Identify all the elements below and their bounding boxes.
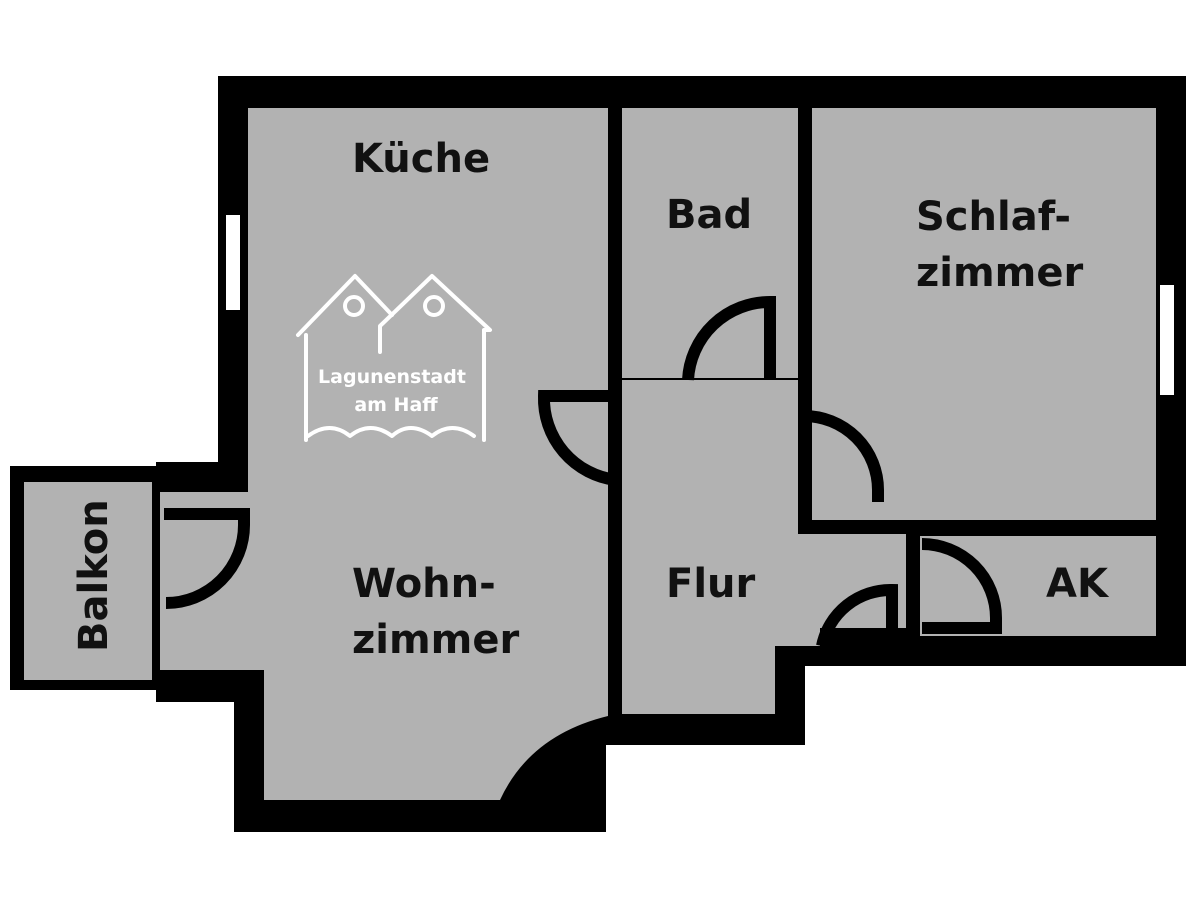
bath-door [682,295,776,381]
balcony-floor [24,482,152,680]
storage-door [921,538,1002,634]
label-ak: AK [1046,561,1110,607]
bedroom-floor [812,108,1156,520]
label-schlafzimmer-1: Schlaf- [916,194,1071,240]
living-room-door [537,390,617,486]
doors [164,295,1002,648]
label-wohnzimmer-1: Wohn- [352,561,496,607]
label-balkon: Balkon [71,499,117,652]
balcony-door [164,508,250,609]
hallway-floor [622,380,906,714]
logo: Lagunenstadt am Haff [296,274,492,442]
logo-line-1: Lagunenstadt [318,366,466,388]
label-schlafzimmer-2: zimmer [916,250,1083,296]
label-kueche: Küche [352,136,490,182]
house-left-window-icon [343,295,365,317]
label-flur: Flur [666,561,756,607]
windows [226,215,1174,395]
house-right-icon [378,274,492,442]
label-bad: Bad [666,192,752,238]
room-labels: Küche Bad Schlaf- zimmer Wohn- zimmer Fl… [71,136,1110,663]
house-right-window-icon [423,295,445,317]
bedroom-door [803,410,884,502]
label-wohnzimmer-2: zimmer [352,617,519,663]
living-room-floor [160,108,608,800]
logo-line-2: am Haff [354,394,438,416]
waves-icon [306,426,476,438]
house-left-icon [296,274,394,442]
entrance-door [816,583,898,648]
